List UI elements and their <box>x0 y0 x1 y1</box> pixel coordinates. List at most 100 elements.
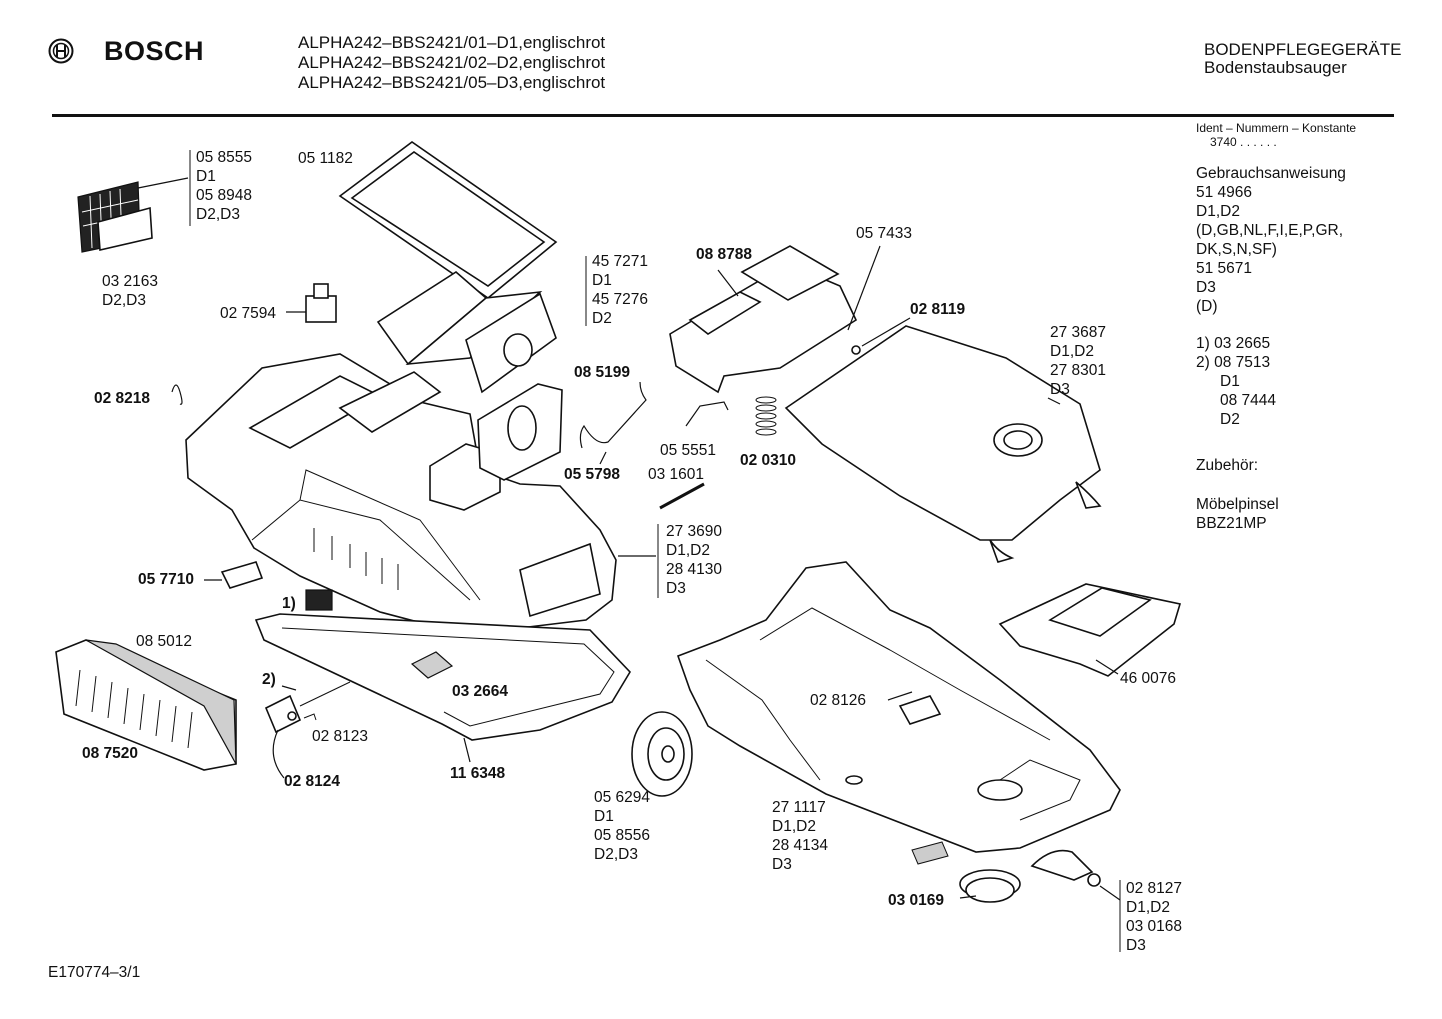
front-grille-part <box>55 639 237 771</box>
part-number: 02 7594 <box>220 305 277 322</box>
switch-part <box>305 589 333 611</box>
furniture-brush-part <box>998 583 1182 677</box>
accessories-line: BBZ21MP <box>1196 515 1267 532</box>
part-number: 08 8788 <box>696 246 753 263</box>
motor-cover-part <box>669 245 858 394</box>
manual-line: D3 <box>1196 279 1216 296</box>
part-number: 45 7276 <box>592 291 649 308</box>
part-number: 46 0076 <box>1120 670 1177 687</box>
manual-line: DK,S,N,SF) <box>1196 241 1277 258</box>
footnote-marker: 2) <box>262 671 276 688</box>
part-number: 03 2163 <box>102 273 159 290</box>
drawing-id: E170774–3/1 <box>48 964 141 981</box>
part-number: 08 7520 <box>82 745 139 762</box>
part-number: 05 7710 <box>138 571 195 588</box>
part-number: 05 7433 <box>856 225 913 242</box>
main-housing-part <box>185 353 617 633</box>
bosch-logo-icon <box>48 38 74 69</box>
part-number: 05 8555 <box>196 149 253 166</box>
part-label-group: 05 8555 D1 05 8948 D2,D3 <box>196 148 252 224</box>
part-variant: D1,D2 <box>1126 899 1170 916</box>
part-variant: D2,D3 <box>102 292 146 309</box>
part-variant: D1,D2 <box>1050 343 1094 360</box>
part-number: 02 8218 <box>94 390 151 407</box>
header-rule <box>52 114 1394 117</box>
part-number: 11 6348 <box>450 765 506 782</box>
part-number: 08 5199 <box>574 364 631 381</box>
ident-value: 3740 . . . . . . <box>1210 135 1277 149</box>
part-number: 02 8123 <box>312 728 369 745</box>
part-variant: D3 <box>772 856 792 873</box>
manual-line: 51 5671 <box>1196 260 1253 277</box>
footnote-line: D1 <box>1220 373 1240 390</box>
part-label-group: 45 7271 D1 45 7276 D2 <box>592 252 648 328</box>
clip-part <box>171 384 183 405</box>
rod-part <box>659 482 705 510</box>
button-knob-part <box>305 283 337 323</box>
bag-holder-tray-part <box>376 271 543 366</box>
footnote-line: 1) 03 2665 <box>1196 335 1271 352</box>
accessories-line: Möbelpinsel <box>1196 496 1279 513</box>
ident-label: Ident – Nummern – Konstante <box>1196 121 1357 135</box>
footnote-line: 08 7444 <box>1220 392 1277 409</box>
part-number: 27 3690 <box>666 523 723 540</box>
part-number: 03 2664 <box>452 683 509 700</box>
part-label-group: 03 2163 D2,D3 <box>102 272 158 310</box>
part-number: 02 8119 <box>910 301 966 318</box>
part-number: 28 4134 <box>772 837 829 854</box>
model-line-3: ALPHA242–BBS2421/05–D3,englischrot <box>298 73 606 92</box>
part-variant: D3 <box>666 580 686 597</box>
manual-line: (D) <box>1196 298 1218 315</box>
part-variant: D3 <box>1050 381 1070 398</box>
circuit-board-part <box>264 681 351 779</box>
top-lid-part <box>784 325 1102 563</box>
skid-pad-part <box>911 841 949 865</box>
castor-part <box>959 869 1021 903</box>
manual-title: Gebrauchsanweisung <box>1196 165 1346 182</box>
gasket-frame-part <box>338 141 558 300</box>
part-label-group: 05 6294 D1 05 8556 D2,D3 <box>594 788 650 864</box>
part-number: 27 8301 <box>1050 362 1107 379</box>
part-number: 05 8556 <box>594 827 651 844</box>
manual-line: (D,GB,NL,F,I,E,P,GR, <box>1196 222 1344 239</box>
part-label-group: 27 1117 D1,D2 28 4134 D3 <box>772 798 828 874</box>
part-number: 27 1117 <box>772 799 826 816</box>
part-number: 08 5012 <box>136 633 193 650</box>
wheel-part <box>631 711 693 797</box>
part-number: 02 8127 <box>1126 880 1183 897</box>
bumper-strip-part <box>254 613 631 741</box>
part-variant: D2 <box>592 310 612 327</box>
part-number: 05 6294 <box>594 789 651 806</box>
part-number: 03 0168 <box>1126 918 1183 935</box>
part-number: 03 1601 <box>648 466 705 483</box>
latch-part <box>220 561 264 589</box>
model-line-1: ALPHA242–BBS2421/01–D1,englischrot <box>298 33 606 52</box>
part-number: 27 3687 <box>1050 324 1107 341</box>
part-number: 02 0310 <box>740 452 797 469</box>
part-label-group: 27 3687 D1,D2 27 8301 D3 <box>1050 323 1106 399</box>
filter-pad-part <box>410 651 454 679</box>
part-number: 05 5551 <box>660 442 717 459</box>
part-number: 28 4130 <box>666 561 723 578</box>
part-variant: D1 <box>594 808 614 825</box>
swivel-part <box>1030 849 1101 887</box>
brand-name: BOSCH <box>104 36 205 66</box>
part-variant: D1,D2 <box>772 818 816 835</box>
part-variant: D2,D3 <box>594 846 638 863</box>
part-variant: D1 <box>196 168 216 185</box>
part-variant: D3 <box>1126 937 1146 954</box>
part-variant: D2,D3 <box>196 206 240 223</box>
model-line-2: ALPHA242–BBS2421/02–D2,englischrot <box>298 53 606 72</box>
footnote-line: D2 <box>1220 411 1240 428</box>
part-number: 03 0169 <box>888 892 945 909</box>
info-column: Ident – Nummern – Konstante 3740 . . . .… <box>1196 121 1356 533</box>
part-number: 05 8948 <box>196 187 253 204</box>
spring-clip-part <box>685 401 729 427</box>
filter-bag-part <box>465 292 557 394</box>
part-number: 05 1182 <box>298 150 353 167</box>
subcategory-title: Bodenstaubsauger <box>1204 58 1347 77</box>
part-label-group: 27 3690 D1,D2 28 4130 D3 <box>666 522 722 598</box>
accessories-title: Zubehör: <box>1196 457 1259 474</box>
bag-frame-part <box>477 383 563 481</box>
bottom-shell-part <box>676 561 1121 853</box>
